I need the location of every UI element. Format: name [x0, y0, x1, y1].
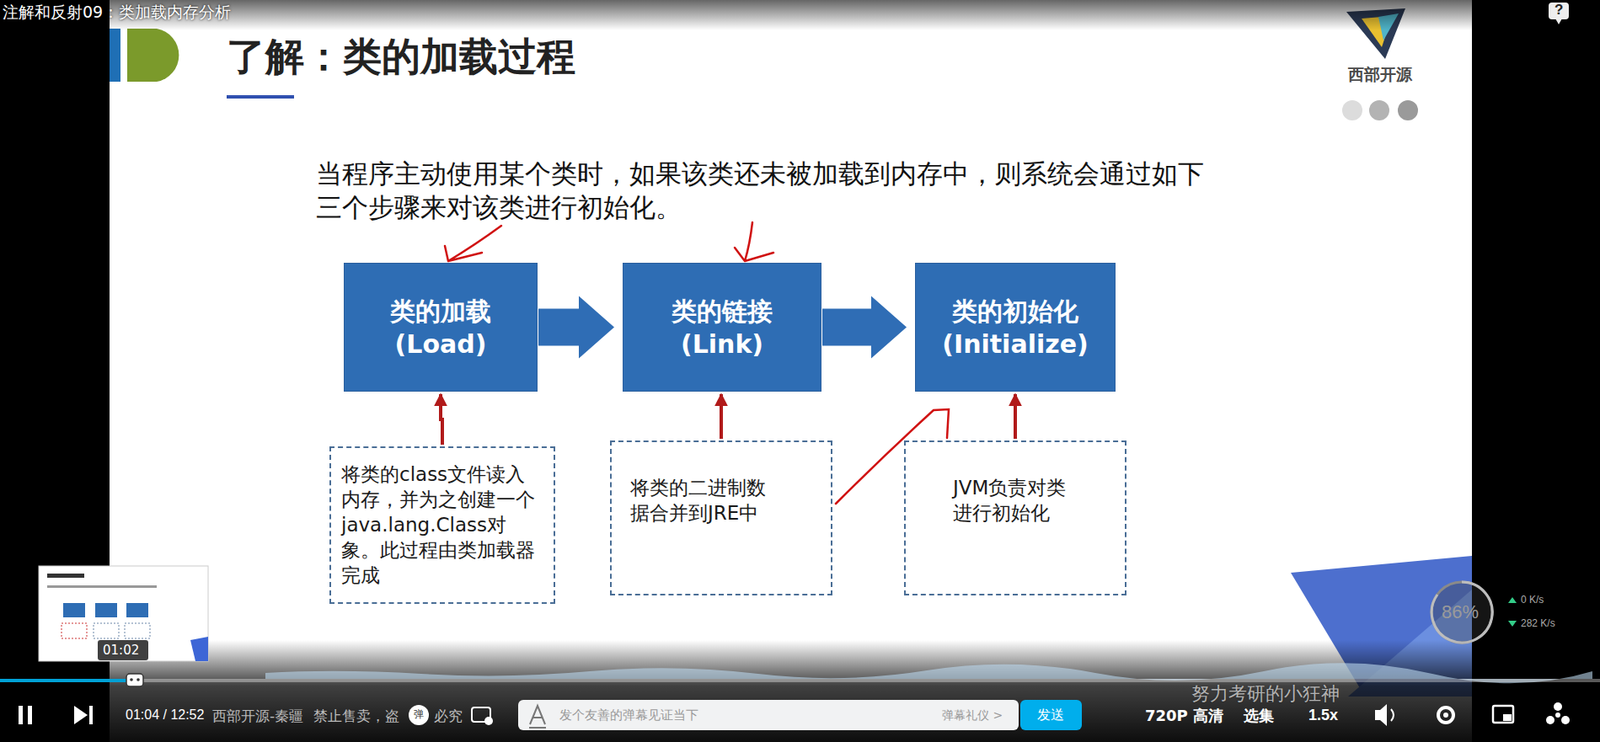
speed-arc	[1431, 582, 1493, 643]
box-label: 类的链接 (Link)	[648, 294, 797, 361]
box-label: 类的加载 (Load)	[367, 294, 515, 361]
send-button	[1020, 700, 1082, 731]
slide-dot	[1369, 100, 1390, 121]
note-box: 将类的class文件读入内存，并为之创建一个java.lang.Class对象。…	[329, 446, 556, 605]
next-icon	[89, 706, 93, 725]
process-box: 类的链接 (Link)	[622, 262, 822, 392]
copyright-text: 禁止售卖，盗	[313, 707, 400, 725]
pause-icon	[18, 706, 23, 725]
fullscreen-icon	[1561, 716, 1570, 725]
next-icon	[74, 706, 88, 725]
help-icon	[1548, 2, 1569, 20]
pause-icon	[27, 706, 33, 725]
slide-title: 了解：类的加载过程	[226, 33, 576, 81]
danmaku-settings-icon	[484, 717, 493, 726]
feed-arrow	[440, 394, 443, 445]
note-box: JVM负责对类进行初始化	[904, 440, 1127, 596]
thumb-box	[95, 603, 118, 618]
slide-ground	[109, 0, 1472, 742]
handwriting	[444, 222, 949, 504]
hand-arrow	[444, 225, 502, 262]
control-shade	[0, 640, 1600, 742]
time-pill	[97, 640, 149, 661]
font-style-icon	[529, 706, 546, 728]
thumb-text	[47, 585, 157, 589]
title-underline	[226, 95, 295, 99]
feed-arrow	[719, 394, 723, 439]
progress-played	[0, 679, 127, 683]
video-title: 注解和反射09：类加载内存分析	[2, 2, 231, 22]
download-arrow	[1508, 620, 1517, 627]
fullscreen-icon	[1553, 702, 1563, 712]
buffer-percent: 86%	[1441, 601, 1479, 624]
thumb-dashed	[93, 623, 119, 639]
danmaku-toggle	[408, 705, 429, 726]
progress-track	[0, 679, 1600, 683]
upload-speed: 0 K/s	[1520, 593, 1544, 606]
volume-icon	[1391, 709, 1394, 722]
help-icon-tail	[1555, 18, 1563, 25]
mascot-eye	[129, 678, 134, 682]
speed-button: 1.5x	[1308, 706, 1338, 726]
quality-button: 720P 高清	[1145, 706, 1224, 726]
play-time: 01:04 / 12:52	[125, 706, 204, 723]
process-box: 类的加载 (Load)	[343, 262, 538, 392]
box-label: 类的初始化 (Initialize)	[931, 294, 1100, 361]
thumb-title	[47, 573, 85, 578]
thumb-box	[126, 603, 149, 618]
thumb-dashed	[61, 623, 87, 639]
mascot-eye	[136, 678, 140, 682]
feed-arrow	[1013, 394, 1017, 439]
logo-d	[127, 28, 179, 82]
logo-bar	[109, 28, 121, 82]
preview-thumbnail	[38, 566, 209, 662]
note-box: 将类的二进制数据合并到JRE中	[610, 440, 833, 596]
progress-mascot	[126, 674, 144, 687]
brand-name: 西部开源	[1348, 64, 1413, 85]
slide-dot	[1342, 100, 1363, 121]
hand-stroke	[835, 409, 949, 504]
pip-icon	[1503, 714, 1512, 722]
send-label: 发送	[1037, 706, 1065, 723]
pip-icon	[1492, 706, 1514, 723]
process-box: 类的初始化 (Initialize)	[915, 262, 1116, 392]
copyright-text: 西部开源-秦疆	[212, 707, 304, 725]
top-shade	[0, 0, 1600, 31]
watermark: 努力考研的小狂神	[1191, 683, 1340, 706]
intro-text: 当程序主动使用某个类时，如果该类还未被加载到内存中，则系统会通过如下三个步骤来对…	[315, 156, 1226, 225]
slide-dot	[1397, 100, 1419, 121]
note-text: 将类的class文件读入内存，并为之创建一个java.lang.Class对象。…	[341, 462, 541, 589]
flow-arrow	[538, 296, 615, 359]
note-text: 将类的二进制数据合并到JRE中	[630, 476, 778, 527]
settings-icon	[1443, 712, 1449, 718]
download-speed: 282 K/s	[1520, 617, 1556, 630]
input-placeholder: 发个友善的弹幕见证当下	[559, 707, 699, 723]
fullscreen-icon	[1555, 712, 1561, 718]
thumb-dashed	[124, 623, 150, 639]
thumb-box	[63, 603, 86, 618]
upload-arrow	[1508, 597, 1517, 604]
volume-icon	[1375, 704, 1387, 727]
thumb-flag	[190, 636, 209, 662]
etiquette-link: 弹幕礼仪 >	[941, 708, 1003, 723]
fullscreen-icon	[1546, 716, 1555, 725]
copyright-text: 必究	[433, 707, 463, 725]
flow-arrow	[822, 296, 907, 359]
speed-ring	[1431, 582, 1493, 643]
preview-time: 01:02	[102, 642, 140, 659]
help-icon-text: ?	[1554, 1, 1563, 19]
episodes-button: 选集	[1243, 706, 1274, 726]
danmaku-toggle-text: 弹	[413, 708, 424, 721]
settings-icon	[1438, 707, 1454, 723]
note-text: JVM负责对类进行初始化	[952, 476, 1081, 527]
danmaku-input	[518, 700, 1019, 731]
hand-arrow	[734, 222, 774, 262]
